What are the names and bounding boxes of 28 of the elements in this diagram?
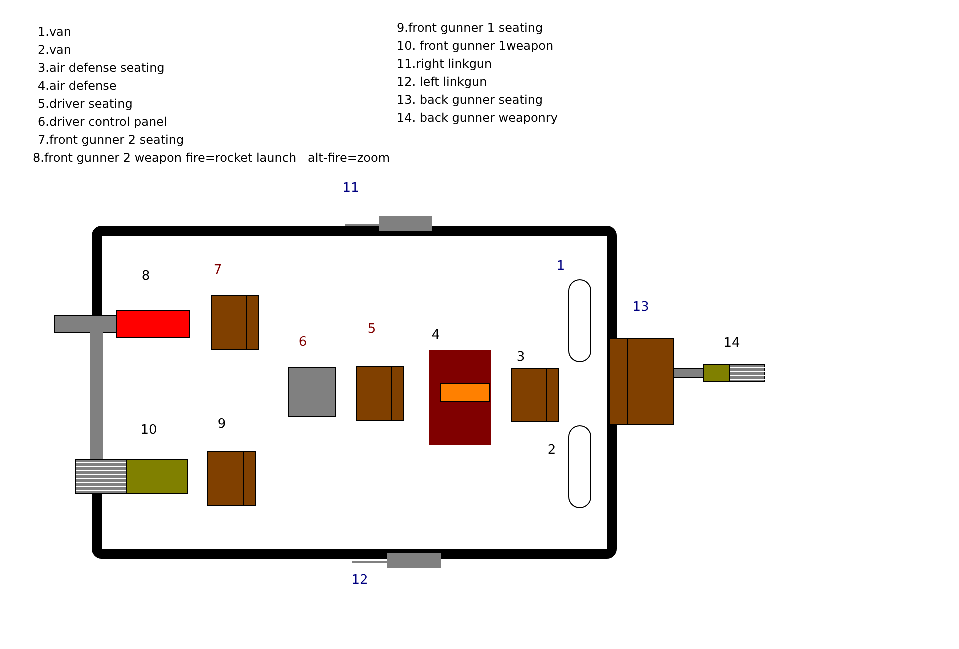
legend-text: 11.right linkgun: [397, 57, 492, 71]
legend-text: 1.van: [38, 25, 72, 39]
legend-text: 2.van: [38, 43, 72, 57]
callout-number: 10: [140, 424, 158, 438]
callout-number: 2: [548, 444, 556, 458]
callout-number: 13: [632, 301, 650, 315]
legend-text: 5.driver seating: [38, 97, 133, 111]
legend-text: 10. front gunner 1weapon: [397, 39, 554, 53]
callout-number: 5: [368, 323, 376, 337]
legend-text: 8.front gunner 2 weapon fire=rocket launch alt-fire=zoom: [33, 151, 390, 165]
callout-number: 7: [214, 264, 222, 278]
callout-number: 11: [342, 182, 360, 196]
callout-number: 8: [142, 270, 150, 284]
callout-number: 12: [352, 574, 368, 588]
legend-text: 6.driver control panel: [38, 115, 168, 129]
callout-number: 14: [724, 337, 740, 351]
legend-text: 3.air defense seating: [38, 61, 165, 75]
callout-number: 1: [556, 260, 566, 274]
legend-text: 9.front gunner 1 seating: [397, 21, 544, 35]
callout-number: 4: [432, 329, 440, 343]
legend-text: 4.air defense: [38, 79, 117, 93]
legend-text: 12. left linkgun: [397, 75, 488, 89]
callout-number: 9: [218, 418, 226, 432]
callout-number: 3: [516, 351, 526, 365]
legend-text: 14. back gunner weaponry: [397, 111, 558, 125]
legend-text: 7.front gunner 2 seating: [38, 133, 184, 147]
callout-number: 6: [298, 336, 308, 350]
legend-text: 13. back gunner seating: [397, 93, 544, 107]
